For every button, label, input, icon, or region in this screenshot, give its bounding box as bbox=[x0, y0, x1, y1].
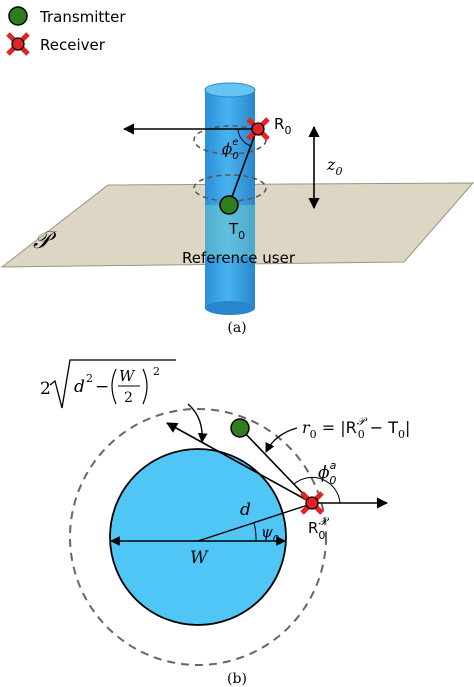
svg-text:2: 2 bbox=[86, 372, 93, 385]
transmitter-T0-b-icon bbox=[230, 418, 250, 438]
transmitter-T0-icon bbox=[219, 195, 239, 215]
transmitter-T0-label: T0 bbox=[228, 220, 245, 242]
svg-text:2: 2 bbox=[124, 390, 133, 406]
chord-formula: 2 d 2 − W 2 2 bbox=[40, 359, 176, 409]
tangent-arrow bbox=[166, 422, 313, 504]
link-T0-R0-b bbox=[239, 427, 313, 504]
svg-text:d: d bbox=[74, 377, 85, 397]
svg-text:2: 2 bbox=[40, 379, 51, 399]
svg-text:2: 2 bbox=[153, 365, 160, 378]
angle-psi-label: ψ0 bbox=[261, 523, 279, 545]
diameter-W-label: W bbox=[190, 548, 209, 568]
caption-b: (b) bbox=[227, 671, 247, 687]
legend-receiver-icon bbox=[6, 32, 30, 56]
pointer-chord bbox=[187, 403, 208, 443]
pointer-distance bbox=[265, 427, 298, 453]
caption-a: (a) bbox=[227, 320, 246, 336]
angle-arc-a bbox=[237, 128, 252, 147]
legend-receiver-label: Receiver bbox=[40, 36, 106, 54]
legend: Transmitter Receiver bbox=[6, 6, 126, 56]
svg-text:W: W bbox=[119, 367, 136, 385]
receiver-R0-icon bbox=[246, 117, 270, 141]
legend-transmitter-icon bbox=[8, 6, 28, 26]
height-z0-label: z0 bbox=[326, 155, 342, 178]
reference-user-cylinder bbox=[204, 82, 256, 315]
user-disc bbox=[109, 448, 287, 626]
receiver-R0-b-icon bbox=[300, 491, 324, 515]
link-T0-R0 bbox=[228, 128, 258, 206]
legend-transmitter-label: Transmitter bbox=[39, 8, 126, 26]
receiver-R0-label: R0 bbox=[274, 115, 291, 137]
distance-d-line bbox=[197, 502, 315, 542]
dashed-outer-circle bbox=[69, 408, 327, 666]
angle-phi-a-arc bbox=[293, 476, 341, 504]
angle-psi-arc bbox=[253, 522, 257, 542]
svg-text:−: − bbox=[95, 377, 109, 397]
reference-user-label: Reference user bbox=[182, 249, 296, 267]
distance-d-label: d bbox=[240, 500, 251, 520]
